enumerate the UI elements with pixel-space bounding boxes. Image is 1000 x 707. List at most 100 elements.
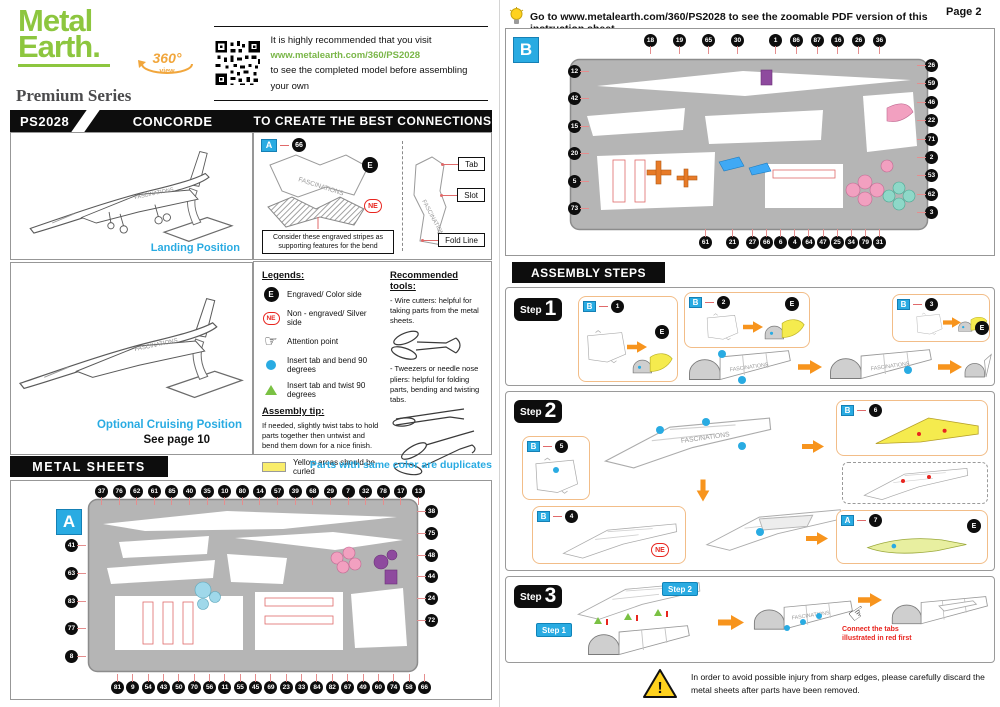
red-tab-mark <box>666 611 668 617</box>
part-number-badge: 16 <box>831 34 845 54</box>
dashed-divider <box>402 141 403 251</box>
part-number-badge: 39 <box>288 485 302 505</box>
legend-item: E Engraved/ Color side <box>262 287 382 302</box>
part-number-badge: 26 <box>852 34 866 54</box>
red-tab-dot <box>901 479 905 483</box>
svg-text:360°: 360° <box>153 50 182 66</box>
part-number-badge: 72 <box>417 613 438 627</box>
joined-assembly-sketch: FASCINATIONS <box>753 600 853 630</box>
part-number-badge: 2 <box>717 296 730 309</box>
part-number-badge: 67 <box>341 674 355 694</box>
pliers-illustration <box>392 408 476 476</box>
part-number-badge: 8 <box>65 650 86 663</box>
part-number-badge: 73 <box>568 201 589 215</box>
legends-tools-box: Legends: E Engraved/ Color side NE Non -… <box>253 261 492 501</box>
part-number-badge: 68 <box>306 485 320 505</box>
legend-item: NE Non - engraved/ Silver side <box>262 309 382 327</box>
connections-figure: A 66 FASCINATIONS E NE Consider these en… <box>253 132 492 260</box>
part-number-badge: 80 <box>235 485 249 505</box>
legend-text: Non - engraved/ Silver side <box>287 309 367 327</box>
fuselage-stage-sketch: FASCINATIONS <box>689 350 791 380</box>
part-number-badge: 60 <box>371 674 385 694</box>
part-number-badge: 38 <box>417 505 438 518</box>
part-number-badge: 76 <box>112 485 126 505</box>
part-number-badge: 26 <box>917 59 938 72</box>
bend-dot-icon <box>718 350 726 358</box>
part-number-badge: 47 <box>816 229 830 249</box>
legend-text: Insert tab and bend 90 degrees <box>287 356 368 374</box>
part-number-badge: 57 <box>271 485 285 505</box>
part-number-badge: 27 <box>746 229 759 249</box>
part-number-badge: 66 <box>417 674 431 694</box>
bend-dot-icon <box>656 426 664 434</box>
step-1-panel-part-2: B 2 E <box>684 292 810 348</box>
landing-caption: Landing Position <box>150 242 240 254</box>
engraved-badge: E <box>975 321 989 335</box>
nose-cone-sketch <box>964 353 992 378</box>
tools-item-1: - Wire cutters: helpful for taking parts… <box>390 296 479 326</box>
model-sku: PS2028 <box>20 113 70 129</box>
engraved-icon: E <box>263 287 279 302</box>
leader-line <box>913 304 922 305</box>
part-number-badge: 4 <box>565 510 578 523</box>
part-number-badge: 25 <box>830 229 844 249</box>
part-number-badge: 78 <box>376 485 390 505</box>
sheet-b-badge: B <box>513 37 539 63</box>
orange-arrow-icon <box>718 615 744 630</box>
part-number-badge: 85 <box>165 485 179 505</box>
part-number-badge: 44 <box>417 570 438 584</box>
part-number-badge: 32 <box>359 485 373 505</box>
part-number-badge: 54 <box>141 674 155 694</box>
part-number-badge: 43 <box>157 674 171 694</box>
part-number-badge: 53 <box>917 169 938 183</box>
part-number-badge: 50 <box>172 674 186 694</box>
svg-text:FASCINATIONS: FASCINATIONS <box>791 610 830 621</box>
part-number-badge: 58 <box>402 674 416 694</box>
part-number-badge: 66 <box>292 138 306 152</box>
orange-arrow-icon <box>806 532 828 545</box>
warning-triangle-icon: ! <box>643 669 677 698</box>
engraved-badge: E <box>362 157 378 173</box>
metal-sheets-title-bar: METAL SHEETS <box>10 456 168 477</box>
part-number-badge: 55 <box>233 674 247 694</box>
engraved-badge: E <box>785 297 799 311</box>
connections-title-bar: TO CREATE THE BEST CONNECTIONS <box>253 110 492 132</box>
svg-text:FASCINATIONS: FASCINATIONS <box>870 361 910 372</box>
svg-text:view: view <box>159 68 175 75</box>
part-number-badge: 37 <box>95 485 108 505</box>
visit-recommendation-block: It is highly recommended that you visit … <box>214 26 488 101</box>
sheet-b-badge: B <box>897 299 910 310</box>
landing-position-figure: FASCINATIONS Landing Position <box>10 132 253 260</box>
flat-part-sketch <box>916 312 943 335</box>
part-number-badge: 7 <box>341 485 355 505</box>
legend-text: Insert tab and twist 90 degrees <box>287 381 366 399</box>
step-1-reference-tag: Step 1 <box>536 623 573 637</box>
part-number-badge: 3 <box>925 298 938 311</box>
step-1-panel-part-3: B 3 E <box>892 294 990 342</box>
red-tab-dot <box>927 475 931 479</box>
logo-line-1: Metal <box>18 3 93 38</box>
part-number-badge: 74 <box>387 674 401 694</box>
leader-line <box>280 144 289 146</box>
part-number-badge: 75 <box>417 526 438 540</box>
orange-arrow-icon <box>743 321 763 333</box>
logo-line-2: Earth. <box>18 29 101 64</box>
part-number-badge: 87 <box>810 34 824 54</box>
twist-triangle-icon <box>654 609 662 616</box>
connect-tabs-note: Connect the tabs illustrated in red firs… <box>842 626 912 643</box>
part-number-badge: 7 <box>869 514 882 527</box>
part-number-badge: 65 <box>702 34 715 54</box>
part-number-badge: 10 <box>218 485 232 505</box>
part-number-badge: 66 <box>760 229 774 249</box>
legend-item: Insert tab and twist 90 degrees <box>262 381 382 399</box>
flat-part-sketch <box>706 313 739 341</box>
qr-code <box>214 39 262 88</box>
part-number-badge: 20 <box>568 147 589 161</box>
